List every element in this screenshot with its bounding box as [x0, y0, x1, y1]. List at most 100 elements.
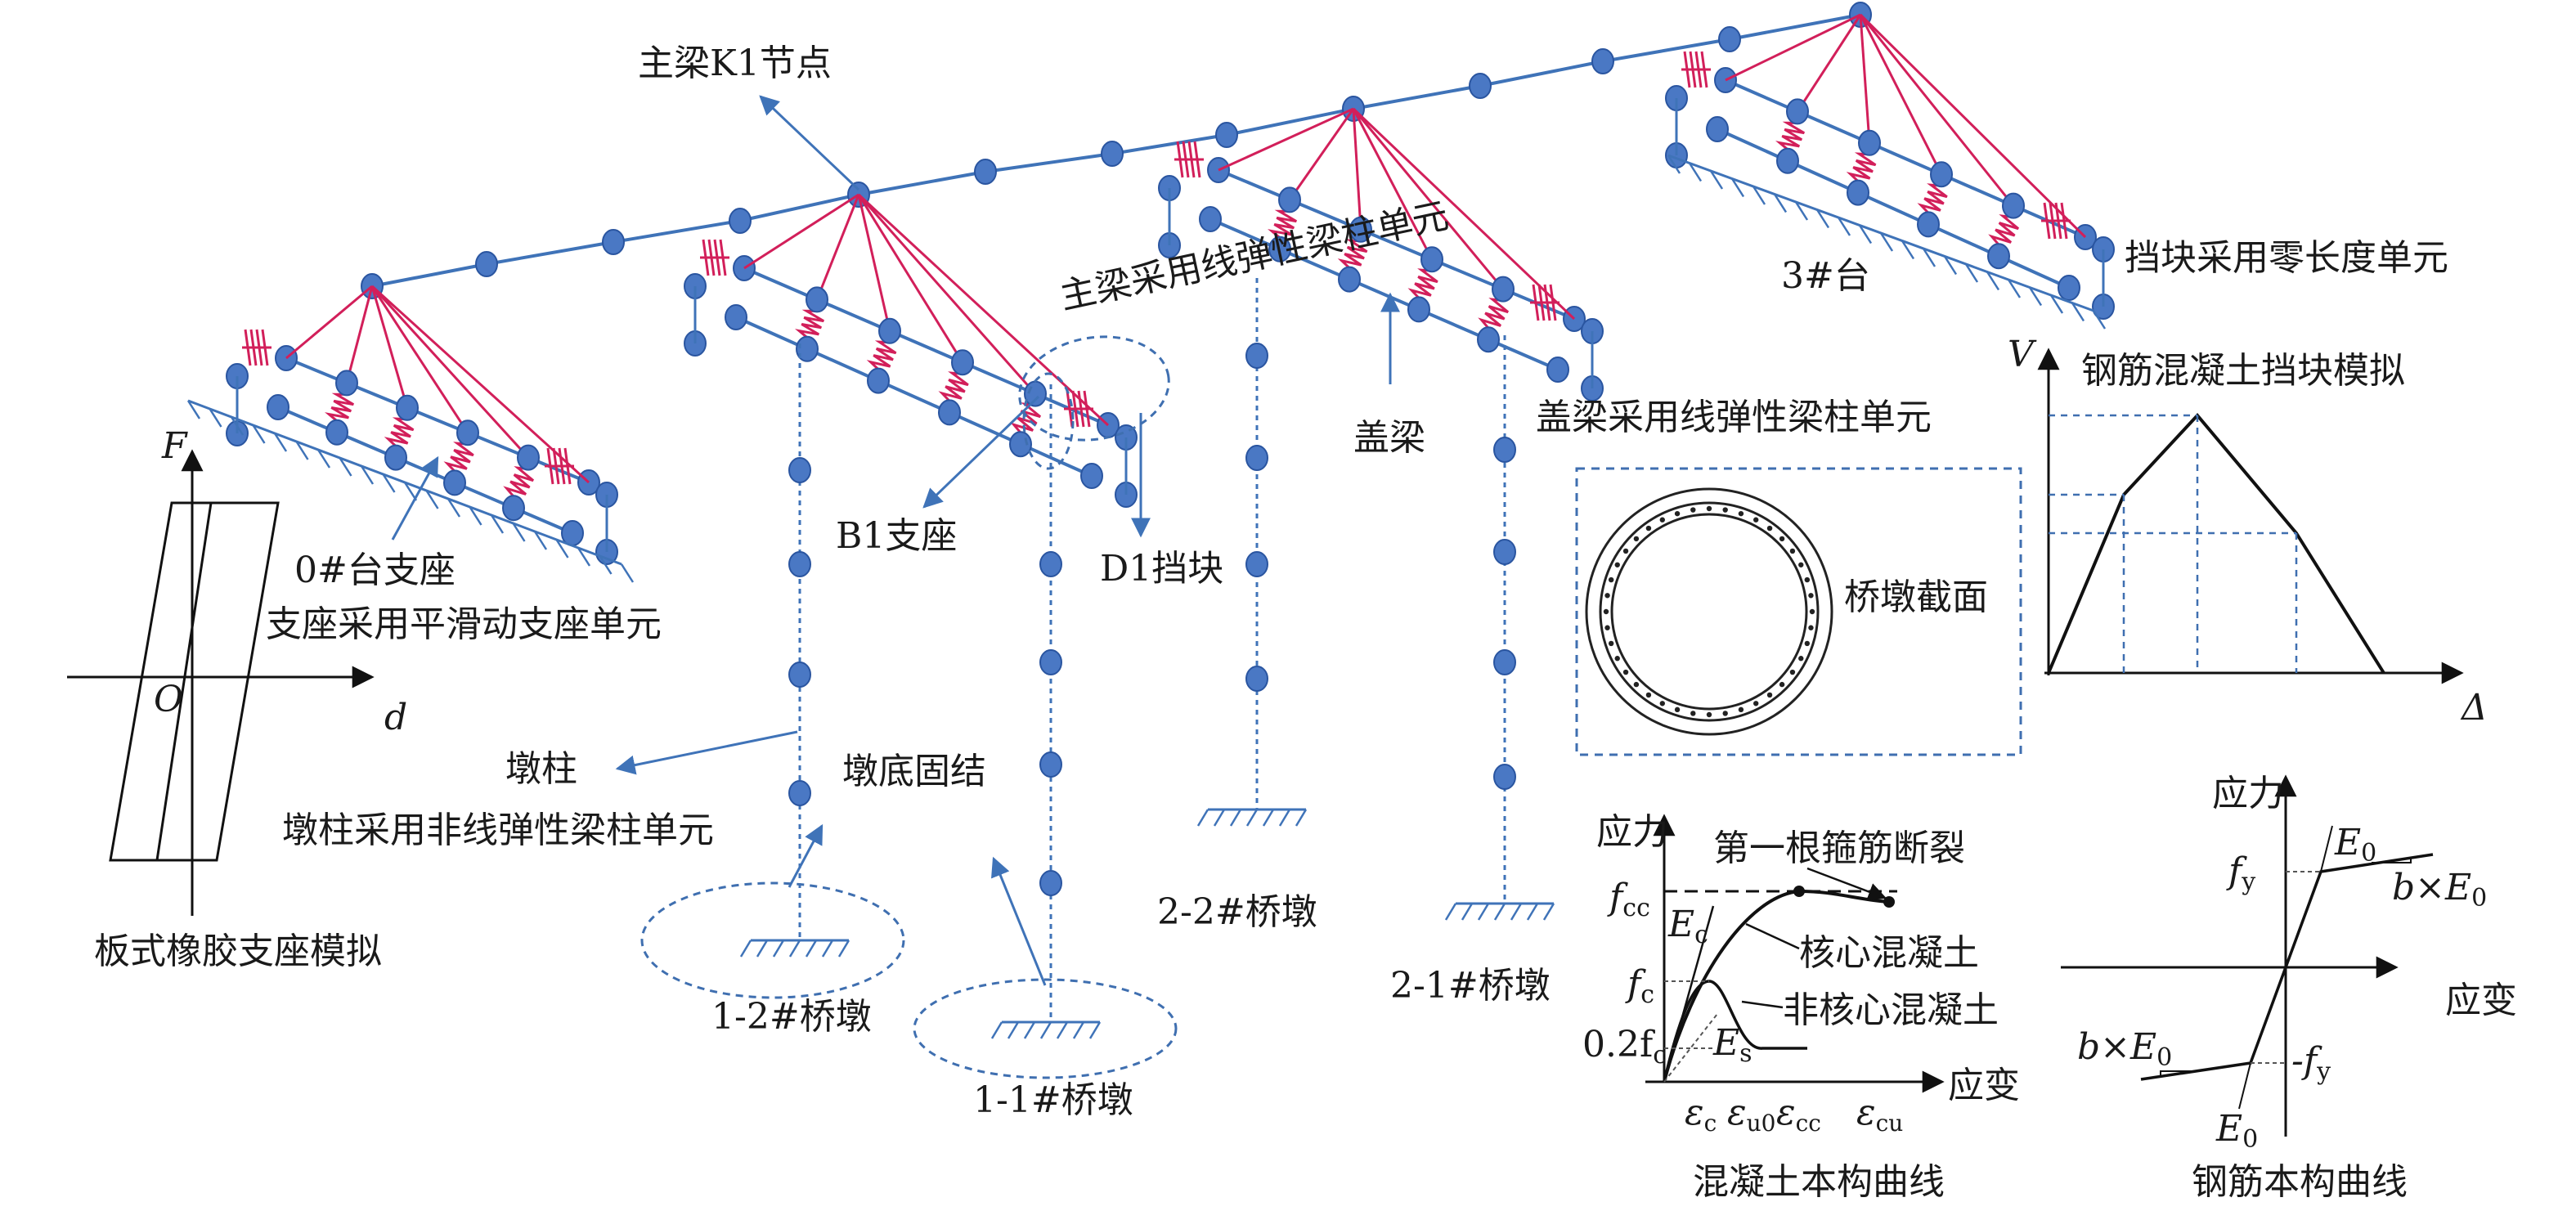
abutment-3-ground-tick: [1922, 248, 1936, 267]
pier-column-1-1-node: [1039, 649, 1062, 675]
pier-column-1-2-fixed-base-tick: [772, 940, 785, 958]
abutment-0-rigid-link: [370, 285, 409, 409]
main-beam-node: [475, 251, 498, 277]
abutment-3-rigid-link: [1796, 14, 1862, 113]
abutment-0-bearing-node: [335, 370, 358, 397]
pier-1-bearing-node: [878, 317, 901, 344]
pier-column-2-1-node: [1493, 649, 1516, 675]
abutment-0-ground-tick: [252, 424, 266, 444]
abutment-3-ground-tick: [1709, 170, 1724, 190]
ellipse-b1-small: [1022, 372, 1075, 470]
label-block-unit: 挡块采用零长度单元: [2125, 237, 2448, 279]
label-abutment0-bearing: 0#台支座: [294, 549, 456, 591]
pier-column-2-1-fixed-base-tick: [1477, 903, 1490, 921]
label-block-d1: D1挡块: [1100, 548, 1223, 590]
arrow-main-beam-node: [759, 95, 860, 191]
abutment-3-ground-tick: [2007, 279, 2022, 298]
pier-section-rebar: [1753, 701, 1759, 706]
main-beam-node: [1718, 26, 1741, 52]
abutment-0-ground-tick: [469, 506, 482, 526]
abutment-0-bearing-spring: [384, 417, 415, 447]
abutment-0-bearing-spring: [324, 392, 355, 422]
bearing-hysteresis-plot: F d O: [67, 425, 407, 916]
arrow-pier-base-1-2: [788, 823, 824, 888]
abutment-0-ground-tick: [186, 400, 201, 419]
abutment-3-ground-tick: [1752, 186, 1766, 205]
pier-2-bearing-node: [1477, 326, 1500, 353]
pier-section-rebar: [1645, 525, 1652, 531]
abutment-3-bearing-node: [1987, 243, 2010, 270]
concrete-02fc-label: 0.2fc: [1582, 1024, 1667, 1070]
pier-column-1-1-node: [1039, 551, 1062, 577]
pier-section-rebar: [1674, 706, 1681, 713]
main-beam-node: [1469, 73, 1492, 99]
pier-2-bearing-node: [1338, 266, 1361, 293]
arrow-pier-column: [615, 730, 798, 775]
pier-2-rigid-link: [1352, 108, 1362, 230]
pier-1-rigid-link: [743, 193, 859, 270]
pier-column-2-2-fixed-base-tick: [1245, 809, 1259, 827]
concrete-ec-line: [1663, 905, 1715, 1083]
pier-1-bearing-node: [796, 335, 819, 362]
pier-column-2-1-fixed-base-tick: [1444, 903, 1457, 921]
abutment-0-ground-tick: [620, 563, 635, 583]
concrete-eps-u0-tick: εu0: [1727, 1092, 1775, 1137]
pier-section-rebar: [1633, 681, 1640, 688]
pier-2-bearing-spring: [1337, 239, 1368, 269]
main-beam-segment: [371, 262, 487, 288]
label-bearing-b1: B1支座: [836, 515, 957, 557]
pier-column-1-1-fixed-base-tick: [990, 1021, 1003, 1039]
abutment-3-ground-tick: [1986, 271, 2000, 291]
abutment-3-ground-tick: [1879, 232, 1894, 252]
pier-2-bearing-node: [1268, 235, 1291, 262]
arrow-bearing-b1: [922, 395, 1040, 509]
pier-2-bearing-node: [1407, 296, 1430, 323]
pier-column-1-1-fixed-base-tick: [1056, 1021, 1069, 1039]
pier-section-rebar: [1614, 656, 1620, 662]
label-concrete-curve: 混凝土本构曲线: [1693, 1161, 1945, 1203]
abutment-3-ground-tick: [1837, 217, 1851, 236]
bearing-axis-y-label: F: [161, 425, 188, 467]
steel-fy-label: fy: [2226, 850, 2255, 896]
pier-column-2-2-fixed-base-tick: [1196, 809, 1209, 827]
abutment-0-ground-tick: [533, 531, 548, 550]
pier-column-1-2-fixed-base-tick: [805, 940, 818, 958]
abutment-3-bearing-node: [1847, 179, 1869, 206]
pier-1-bearing-node: [951, 349, 974, 376]
label-rubber-bearing: 板式橡胶支座模拟: [94, 931, 382, 972]
pier-1-bearing-node: [725, 304, 747, 330]
pier-1-bearing-node: [1080, 463, 1103, 489]
abutment-3-ground-tick: [1901, 240, 1915, 260]
pier-1-bearing-node: [867, 367, 890, 394]
concrete-es-label: Es: [1712, 1022, 1752, 1068]
concrete-axis-x-label: 应变: [1948, 1065, 2020, 1106]
pier-column-1-1-fixed-base-tick: [1039, 1021, 1052, 1039]
abutment-0-ground-tick: [512, 523, 526, 542]
abutment-0-rigid-link: [345, 285, 374, 383]
abutment-0-ground-tick: [382, 473, 396, 493]
abutment-3-ground-tick: [1964, 263, 1979, 283]
ellipse-b1-d1: [1018, 335, 1170, 442]
pier-section-rebars: [1603, 505, 1815, 718]
pier-section-outer: [1585, 487, 1833, 736]
diagram-labels: 主梁K1节点 主梁采用线弹性梁柱单元 3#台 挡块采用零长度单元 钢筋混凝土挡块…: [94, 43, 2448, 1203]
abutment-3-bearing-node: [1776, 147, 1799, 174]
pier-2-bearing-node: [1492, 276, 1515, 303]
abutment-3-bearing-node: [1858, 129, 1881, 156]
pier-column-1-1-node: [1039, 870, 1062, 896]
pier-2-rigid-link: [1352, 108, 1505, 290]
pier-section-rebar: [1674, 510, 1681, 517]
main-beam-node: [729, 208, 752, 234]
pier-2-rigid-link: [1288, 108, 1355, 201]
pier-column-1-2-fixed-base-tick: [837, 940, 850, 958]
label-cap-beam-unit: 盖梁采用线弹性梁柱单元: [1536, 397, 1932, 438]
bearing-origin-label: O: [154, 679, 183, 720]
abutment-0-ground-tick: [295, 441, 309, 460]
pier-column-1-1-fixed-base-tick: [1007, 1021, 1020, 1039]
pier-column-2-2-fixed-base-tick: [1229, 809, 1242, 827]
pier-section-rebar: [1779, 681, 1785, 688]
abutment-3-ground-tick: [1667, 155, 1681, 174]
steel-plot: 应力 应变 fy -fy E0 E0 b×E0 b×E0: [2061, 773, 2517, 1154]
dashed-ellipses: [640, 335, 1178, 1079]
